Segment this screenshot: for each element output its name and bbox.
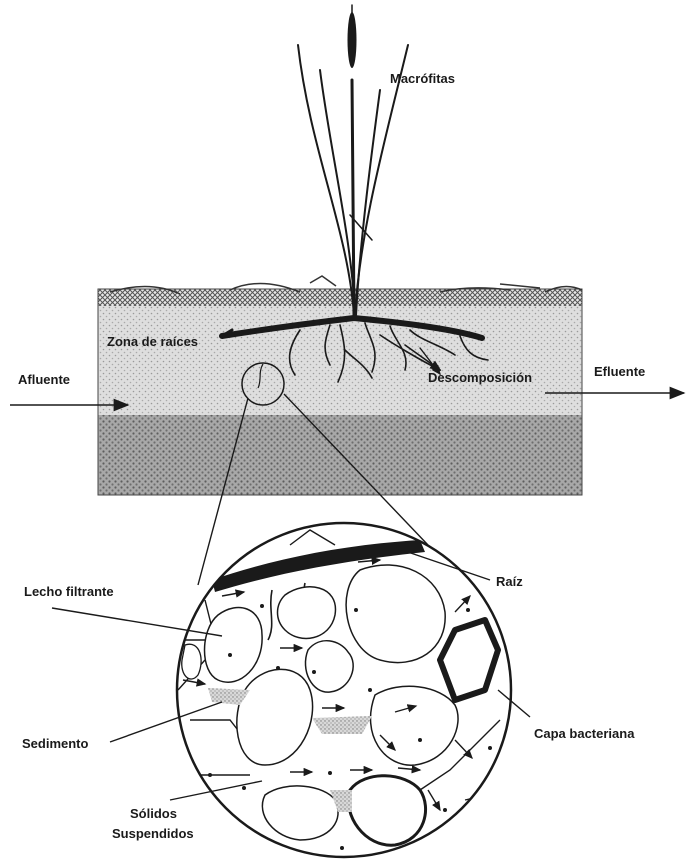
magnified-view (175, 523, 511, 857)
surface-band (98, 289, 582, 306)
label-bacterial-layer: Capa bacteriana (534, 726, 635, 741)
macrophyte-plant (298, 5, 408, 315)
filter-bed-section (98, 276, 582, 495)
label-influent: Afluente (18, 372, 70, 387)
leaf-right-inner (356, 90, 380, 315)
pebble-4 (305, 641, 353, 692)
label-root: Raíz (496, 574, 523, 589)
label-suspended-solids-line2: Suspendidos (112, 826, 194, 841)
pebble-2 (278, 587, 336, 639)
pebble-9 (182, 644, 201, 679)
label-decomposition: Descomposición (428, 370, 532, 385)
label-filter-bed: Lecho filtrante (24, 584, 114, 599)
leaf-left-outer (298, 45, 354, 315)
label-effluent: Efluente (594, 364, 645, 379)
lower-gravel-layer (98, 415, 582, 495)
label-root-zone: Zona de raíces (107, 334, 198, 349)
label-suspended-solids-line1: Sólidos (130, 806, 177, 821)
label-macrophytes: Macrófitas (390, 71, 455, 86)
cattail-head (348, 12, 357, 68)
label-sediment: Sedimento (22, 736, 89, 751)
sediment-patch-2 (312, 716, 372, 734)
